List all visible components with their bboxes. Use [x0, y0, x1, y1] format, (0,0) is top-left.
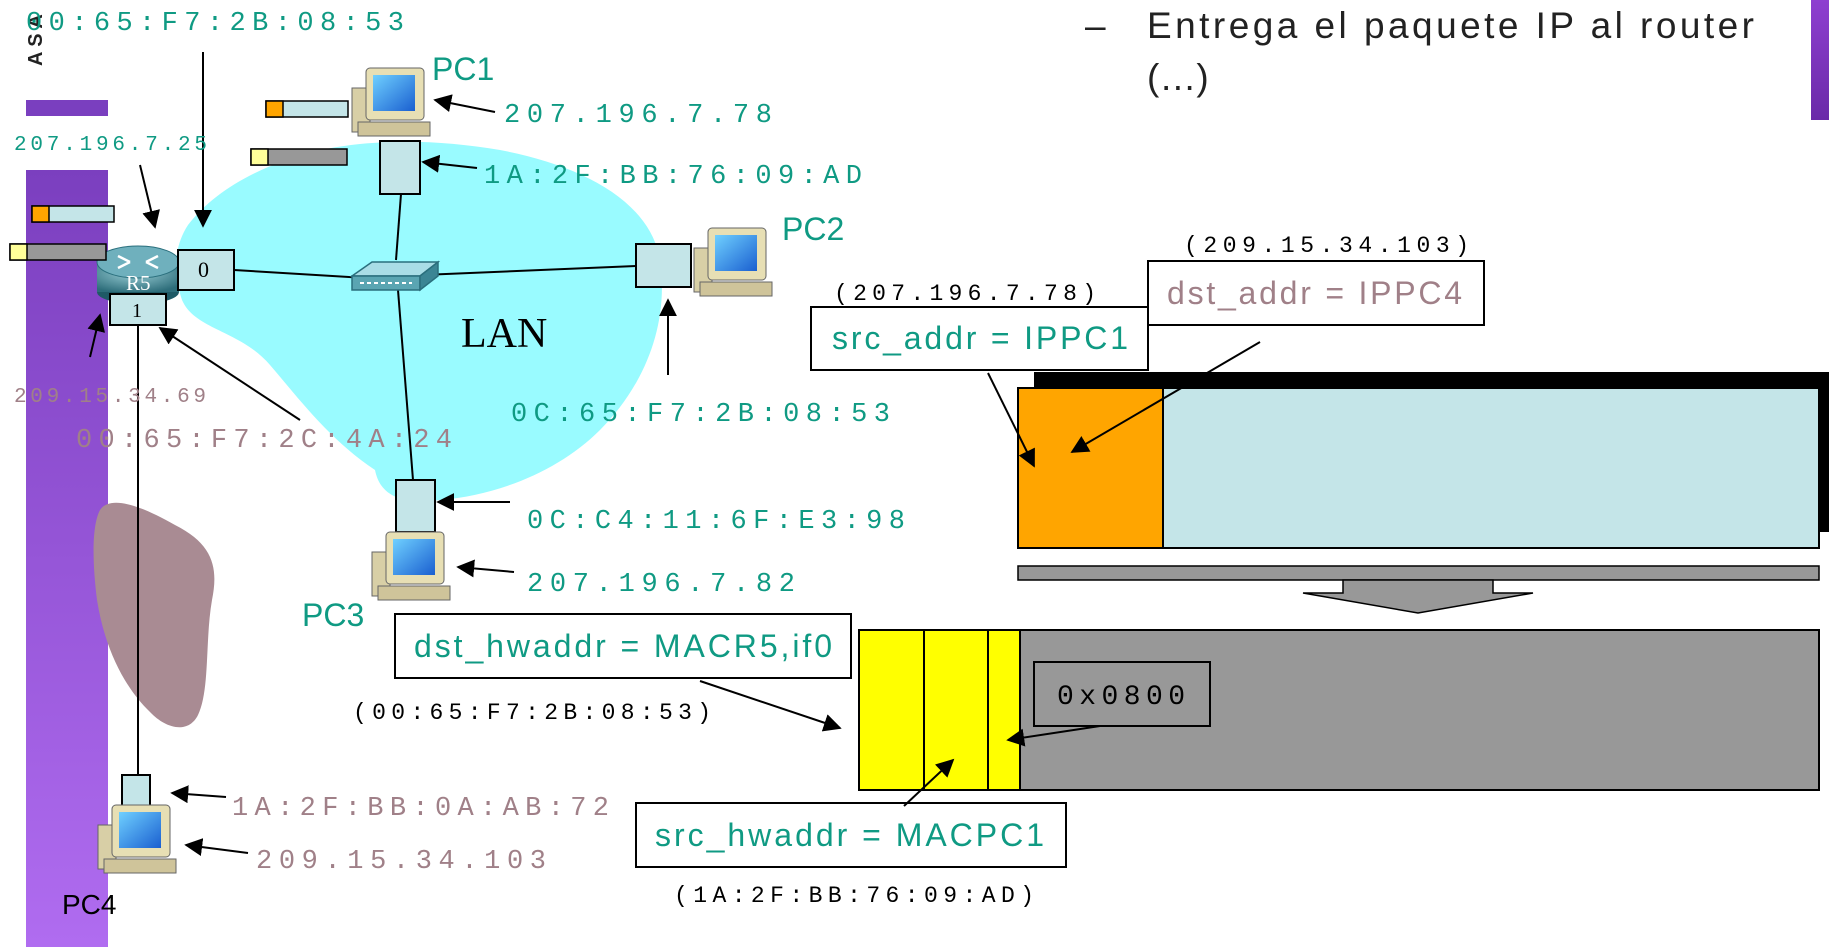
pc3-nic — [395, 479, 436, 533]
lan-switch-icon — [349, 260, 441, 292]
r5-if0-ip-label: 207.196.7.25 — [14, 134, 207, 157]
src-hwaddr-value: (1A:2F:BB:76:09:AD) — [674, 883, 1034, 909]
pc3-mac-label: 0C:C4:11:6F:E3:98 — [527, 507, 905, 537]
dst-hwaddr-box — [394, 613, 852, 679]
r5-if0-mac-label: 00:65:F7:2B:08:53 — [26, 9, 404, 39]
src-hwaddr-box — [635, 802, 1067, 868]
lan-cloud — [176, 141, 662, 502]
dst-addr-box — [1147, 260, 1485, 326]
src-addr-label: src_addr = IPPC1 — [832, 320, 1128, 356]
pc3-computer-icon — [371, 531, 451, 601]
src-addr-box — [810, 306, 1149, 371]
pc2-nic — [635, 243, 692, 288]
nic-boxes — [121, 140, 692, 808]
pc3-name: PC3 — [302, 597, 364, 633]
dst-hwaddr-value: (00:65:F7:2B:08:53) — [353, 700, 711, 726]
pc4-computer-icon — [97, 804, 177, 874]
encapsulation-arrow — [1017, 565, 1820, 614]
network-annotation-arrows — [87, 52, 677, 856]
pc2-computer-icon — [693, 227, 773, 297]
router-r5-name: R5 — [126, 271, 151, 295]
bullet-text-line-2: (…) — [1147, 57, 1209, 98]
router-if1-label: 1 — [132, 300, 142, 322]
router-if1-box — [109, 293, 167, 326]
slide-right-edge-bar — [1811, 0, 1829, 120]
bullet-text-line-1: Entrega el paquete IP al router — [1147, 5, 1754, 46]
ip-packet-header — [1017, 387, 1164, 549]
r5-if1-ip-label: 209.15.34.69 — [14, 386, 206, 409]
ip-field-arrows — [987, 341, 1261, 468]
pc4-name: PC4 — [62, 889, 116, 920]
router-if0-label: 0 — [198, 257, 209, 282]
dst-addr-label: dst_addr = IPPC4 — [1167, 275, 1462, 311]
dst-addr-value: (209.15.34.103) — [1184, 233, 1469, 259]
pc3-ip-label: 207.196.7.82 — [527, 570, 795, 600]
pc1-mac-label: 1A:2F:BB:76:09:AD — [484, 162, 862, 192]
pc2-mac-label: 0C:65:F7:2B:08:53 — [511, 400, 890, 430]
pc4-nic — [121, 774, 151, 808]
mini-packet-icons — [9, 100, 349, 261]
pc2-name: PC2 — [782, 211, 844, 247]
src-addr-value: (207.196.7.78) — [834, 281, 1096, 307]
pc1-name: PC1 — [432, 51, 494, 87]
frame-field-arrows — [699, 680, 1101, 807]
frame-header — [858, 629, 1021, 791]
pc4-mac-label: 1A:2F:BB:0A:AB:72 — [232, 794, 609, 824]
dst-hwaddr-label: dst_hwaddr = MACR5,if0 — [414, 628, 832, 664]
pc1-computer-icon — [351, 67, 431, 137]
pc1-nic — [379, 140, 421, 195]
lan-label: LAN — [461, 311, 547, 357]
ethertype-box — [1033, 661, 1211, 727]
side-bar-text-fragment: A S A — [25, 14, 47, 66]
r5-if1-mac-label: 00:65:F7:2C:4A:24 — [76, 426, 452, 456]
bullet-dash: – — [1085, 5, 1106, 46]
router-if0-box — [177, 249, 235, 291]
wan-cloud — [93, 502, 215, 728]
src-hwaddr-label: src_hwaddr = MACPC1 — [655, 817, 1044, 853]
pc1-ip-label: 207.196.7.78 — [504, 101, 772, 131]
pc4-ip-label: 209.15.34.103 — [256, 847, 546, 877]
